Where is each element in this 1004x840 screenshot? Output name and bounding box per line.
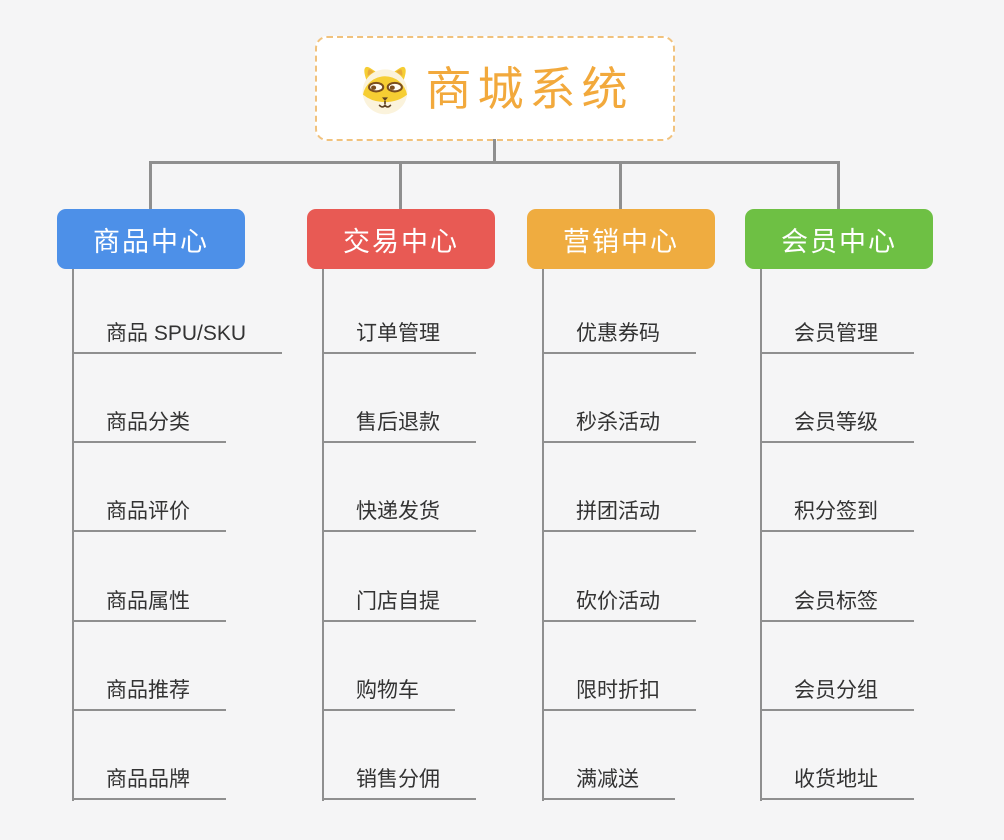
- connector-bus: [149, 161, 840, 164]
- leaf-node[interactable]: 商品 SPU/SKU: [72, 314, 283, 354]
- branch-header[interactable]: 营销中心: [527, 209, 715, 269]
- leaf-node[interactable]: 秒杀活动: [542, 403, 696, 443]
- leaf-node[interactable]: 会员等级: [760, 403, 914, 443]
- connector-drop-1: [149, 161, 152, 209]
- branch-trunk-line: [72, 269, 74, 801]
- connector-drop-4: [837, 161, 840, 209]
- leaf-node[interactable]: 限时折扣: [542, 671, 696, 711]
- branch-label: 交易中心: [343, 226, 459, 257]
- branch-trunk-line: [760, 269, 762, 801]
- leaf-node[interactable]: 砍价活动: [542, 582, 696, 622]
- leaf-node[interactable]: 销售分佣: [322, 760, 476, 800]
- dog-face-icon: [357, 61, 413, 117]
- branch-header[interactable]: 交易中心: [307, 209, 495, 269]
- leaf-node[interactable]: 积分签到: [760, 492, 914, 532]
- root-title: 商城系统: [425, 62, 634, 115]
- branch-label: 会员中心: [781, 226, 897, 257]
- branch-column-4: 会员中心 会员管理会员等级积分签到会员标签会员分组收货地址: [745, 209, 933, 801]
- leaf-node[interactable]: 拼团活动: [542, 492, 696, 532]
- leaf-node[interactable]: 商品分类: [72, 403, 226, 443]
- branch-label: 商品中心: [93, 226, 209, 257]
- leaf-node[interactable]: 优惠券码: [542, 314, 696, 354]
- branch-header[interactable]: 商品中心: [57, 209, 245, 269]
- leaf-node[interactable]: 商品品牌: [72, 760, 226, 800]
- branch-trunk-line: [322, 269, 324, 801]
- leaf-node[interactable]: 售后退款: [322, 403, 476, 443]
- branch-trunk-line: [542, 269, 544, 801]
- leaf-node[interactable]: 商品推荐: [72, 671, 226, 711]
- leaf-node[interactable]: 订单管理: [322, 314, 476, 354]
- branch-header[interactable]: 会员中心: [745, 209, 933, 269]
- leaf-node[interactable]: 会员标签: [760, 582, 914, 622]
- leaf-node[interactable]: 门店自提: [322, 582, 476, 622]
- leaf-node[interactable]: 会员管理: [760, 314, 914, 354]
- leaf-node[interactable]: 商品评价: [72, 492, 226, 532]
- branch-label: 营销中心: [563, 226, 679, 257]
- connector-root-drop: [493, 139, 496, 162]
- connector-drop-3: [619, 161, 622, 209]
- leaf-node[interactable]: 收货地址: [760, 760, 914, 800]
- branch-column-3: 营销中心 优惠券码秒杀活动拼团活动砍价活动限时折扣满减送: [527, 209, 715, 801]
- connector-drop-2: [399, 161, 402, 209]
- branch-column-1: 商品中心 商品 SPU/SKU 商品分类商品评价商品属性商品推荐商品品牌: [57, 209, 283, 801]
- leaf-node[interactable]: 商品属性: [72, 582, 226, 622]
- leaf-node[interactable]: 满减送: [542, 760, 675, 800]
- root-node[interactable]: 商城系统: [315, 36, 675, 141]
- leaf-node[interactable]: 会员分组: [760, 671, 914, 711]
- branch-column-2: 交易中心 订单管理售后退款快递发货门店自提购物车销售分佣: [307, 209, 495, 801]
- leaf-node[interactable]: 快递发货: [322, 492, 476, 532]
- leaf-node[interactable]: 购物车: [322, 671, 455, 711]
